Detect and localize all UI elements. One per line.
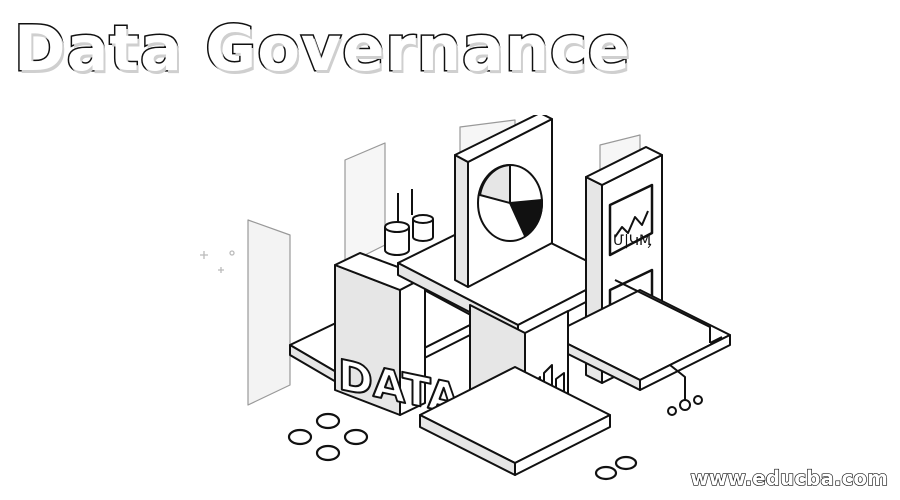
screen-glyphs-top: Մ|ԿӍ [613,233,652,249]
stacked-letters-icon [334,252,426,416]
connector-pipes [614,279,723,416]
page-title: Data Governance [13,12,632,85]
sparkle-icon [200,250,235,273]
bottom-platform [419,366,611,476]
watermark: www.educba.com [690,465,889,490]
coins-icon [287,412,638,481]
database-cylinder-icon [384,189,434,256]
data-governance-illustration: DATA Մ|ԿӍ Մ|ԿӍ [200,115,731,481]
pie-chart-icon [477,164,544,242]
